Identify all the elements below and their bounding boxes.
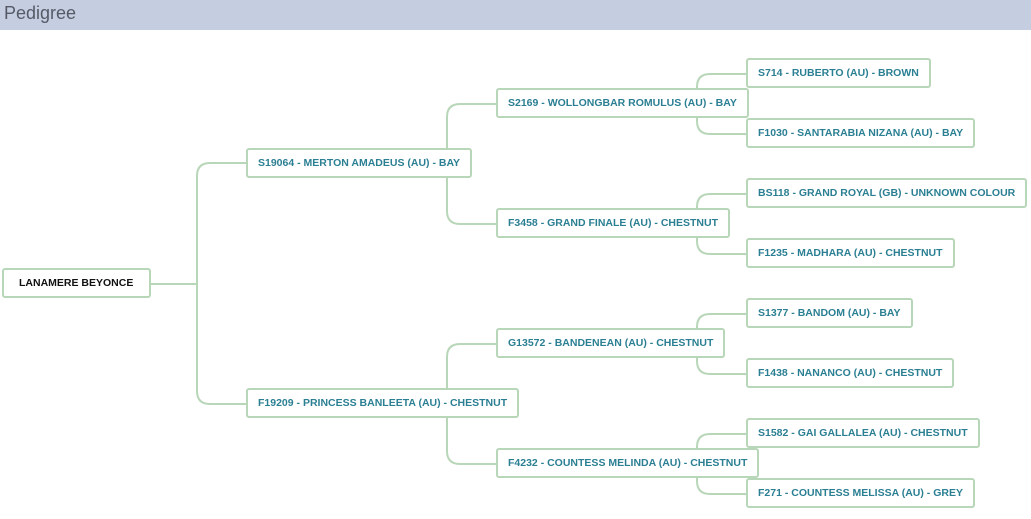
- connector-line: [696, 73, 746, 135]
- pedigree-node-sire-dam[interactable]: F3458 - GRAND FINALE (AU) - CHESTNUT: [496, 208, 731, 238]
- connector-line: [696, 313, 746, 375]
- pedigree-node-sire-sire[interactable]: S2169 - WOLLONGBAR ROMULUS (AU) - BAY: [496, 88, 749, 118]
- pedigree-node-dam-sire[interactable]: G13572 - BANDENEAN (AU) - CHESTNUT: [496, 328, 726, 358]
- pedigree-node-sire-sire-sire[interactable]: S714 - RUBERTO (AU) - BROWN: [746, 58, 931, 88]
- pedigree-node-sire-sire-dam[interactable]: F1030 - SANTARABIA NIZANA (AU) - BAY: [746, 118, 976, 148]
- pedigree-node-sire-dam-sire[interactable]: BS118 - GRAND ROYAL (GB) - UNKNOWN COLOU…: [746, 178, 1028, 208]
- pedigree-node-sire-dam-dam[interactable]: F1235 - MADHARA (AU) - CHESTNUT: [746, 238, 955, 268]
- pedigree-node-dam-sire-dam[interactable]: F1438 - NANANCO (AU) - CHESTNUT: [746, 358, 955, 388]
- pedigree-node-dam[interactable]: F19209 - PRINCESS BANLEETA (AU) - CHESTN…: [246, 388, 520, 418]
- connector-line: [696, 433, 746, 495]
- pedigree-node-sire[interactable]: S19064 - MERTON AMADEUS (AU) - BAY: [246, 148, 473, 178]
- pedigree-node-dam-dam-sire[interactable]: S1582 - GAI GALLALEA (AU) - CHESTNUT: [746, 418, 980, 448]
- page-title: Pedigree: [4, 3, 77, 23]
- connector-line: [696, 193, 746, 255]
- pedigree-node-subject[interactable]: LANAMERE BEYONCE: [2, 268, 151, 298]
- pedigree-node-dam-dam[interactable]: F4232 - COUNTESS MELINDA (AU) - CHESTNUT: [496, 448, 760, 478]
- connector-line: [196, 162, 246, 405]
- page-header: Pedigree: [0, 0, 1031, 30]
- pedigree-node-dam-sire-sire[interactable]: S1377 - BANDOM (AU) - BAY: [746, 298, 913, 328]
- pedigree-node-dam-dam-dam[interactable]: F271 - COUNTESS MELISSA (AU) - GREY: [746, 478, 975, 508]
- connector-line: [446, 343, 496, 465]
- connector-line: [446, 103, 496, 225]
